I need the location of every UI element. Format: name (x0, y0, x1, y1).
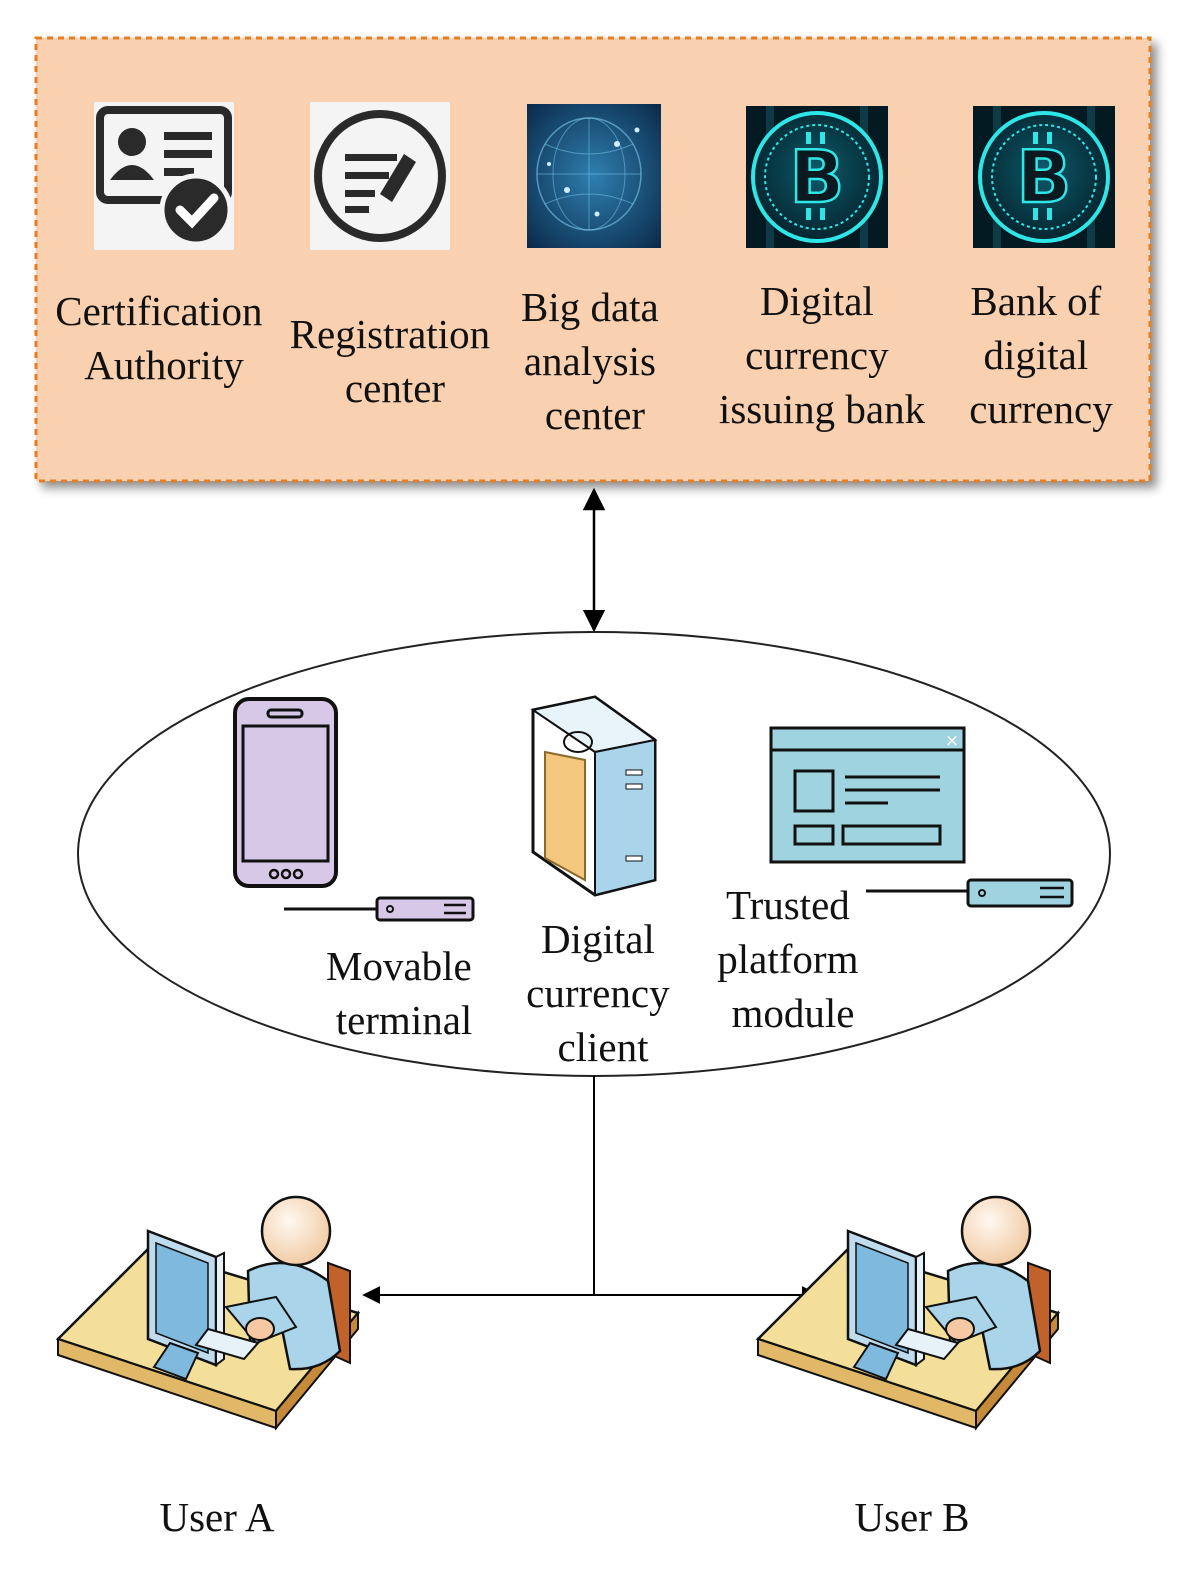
registration-document-icon (310, 102, 450, 250)
user-b-label: User B (854, 1494, 969, 1540)
user-a-label: User A (159, 1494, 274, 1540)
bank-of-digital-currency-label: Bank of digital currency (969, 278, 1113, 432)
app-window-icon: × (769, 726, 966, 864)
user-at-computer-icon (755, 1195, 1061, 1431)
id-card-check-icon (94, 102, 234, 250)
registration-center-label: Registration center (290, 311, 501, 411)
mobile-phone-icon (233, 697, 338, 888)
user-at-computer-icon (55, 1195, 361, 1431)
big-data-network-icon (527, 104, 661, 248)
user-connector (362, 1076, 820, 1304)
svg-text:B: B (1017, 135, 1072, 219)
bitcoin-coin-icon: B (973, 106, 1115, 248)
movable-terminal-label: Movable terminal (326, 943, 482, 1043)
trusted-platform-module-label: Trusted platform module (717, 882, 868, 1036)
digital-currency-client-label: Digital currency client (526, 916, 680, 1070)
issuing-bank-label: Digital currency issuing bank (719, 278, 926, 432)
svg-text:B: B (790, 135, 845, 219)
usb-key-icon (284, 896, 475, 922)
usb-key-icon (866, 878, 1074, 908)
big-data-center-label: Big data analysis center (521, 284, 669, 438)
server-client-icon (530, 695, 658, 897)
bitcoin-coin-icon: B (746, 106, 888, 248)
svg-text:×: × (945, 731, 959, 751)
certification-authority-label: Certification Authority (55, 288, 272, 388)
